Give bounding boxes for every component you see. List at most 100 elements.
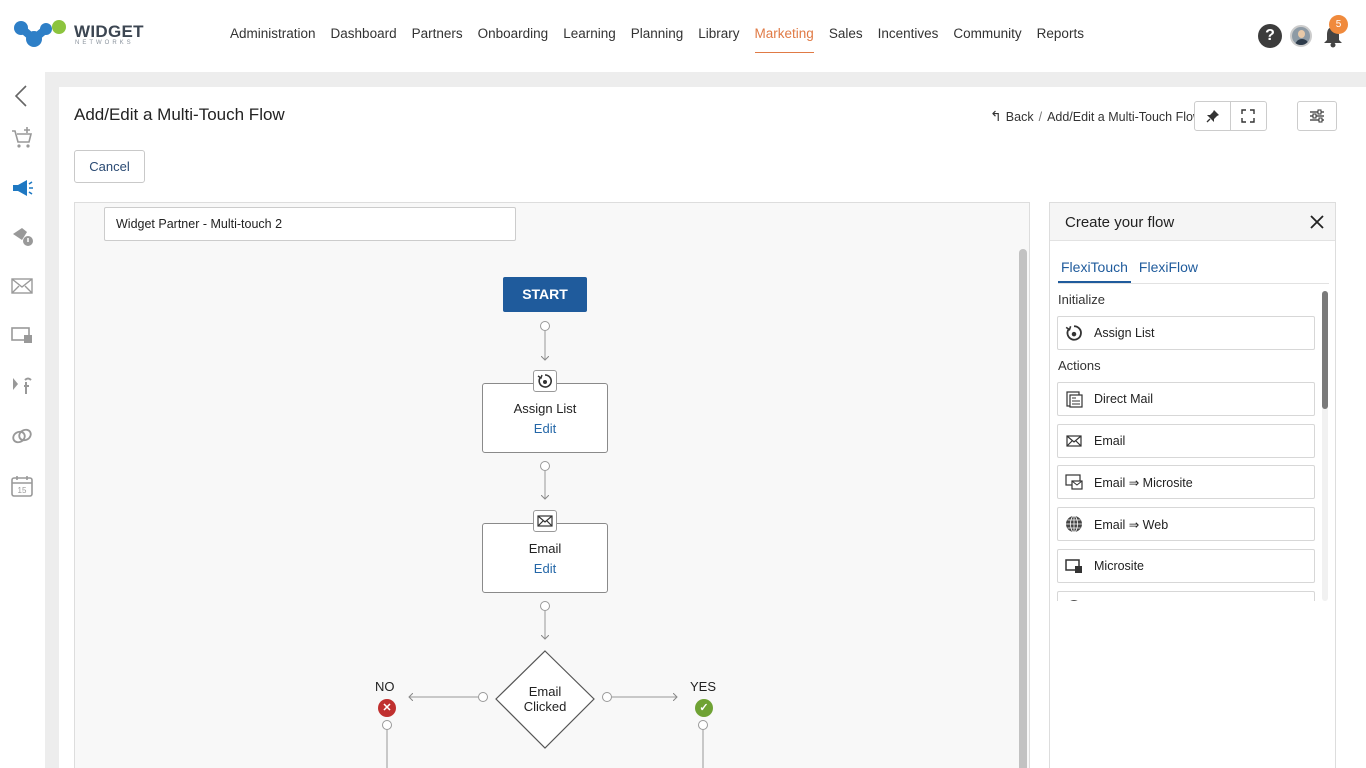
assign-list-node-icon [533, 370, 557, 392]
palette-item-label: Microsite [1094, 559, 1145, 573]
nav-community[interactable]: Community [953, 26, 1022, 41]
logo-subtext: NETWORKS [75, 40, 134, 46]
flow-name-input[interactable] [104, 207, 516, 241]
tab-flexitouch[interactable]: FlexiTouch [1058, 253, 1131, 283]
decision-label-line2: Clicked [523, 699, 567, 714]
cart-add-icon[interactable] [10, 126, 34, 150]
palette-item-microsite[interactable]: Microsite [1057, 549, 1315, 583]
nav-administration[interactable]: Administration [230, 26, 316, 41]
logo-mark-icon [14, 20, 66, 47]
nav-marketing[interactable]: Marketing [754, 25, 814, 53]
logo-text: WIDGET [74, 22, 144, 41]
fullscreen-button[interactable] [1230, 102, 1265, 130]
settings-tools [1297, 101, 1337, 131]
microsite-icon[interactable] [10, 324, 34, 348]
expand-icon [1241, 109, 1255, 123]
direct-mail-icon [1058, 383, 1090, 415]
create-flow-title: Create your flow [1065, 214, 1175, 231]
email-node-label: Email [528, 541, 562, 556]
email-node[interactable]: Email Edit [482, 523, 608, 593]
settings-button[interactable] [1298, 102, 1336, 130]
decision-label-line1: Email [528, 684, 562, 699]
partial-item-icon [1058, 592, 1090, 601]
nav-sales[interactable]: Sales [828, 26, 863, 41]
palette-item-email[interactable]: Email [1057, 424, 1315, 458]
top-navigation-bar: WIDGET NETWORKS Administration Dashboard… [0, 0, 1366, 72]
nav-dashboard[interactable]: Dashboard [330, 26, 397, 41]
palette-list: Initialize Assign List Actions [1050, 203, 1320, 601]
breadcrumb-current: Add/Edit a Multi-Touch Flow [1047, 109, 1202, 124]
palette-item-label: Email ⇒ Web [1094, 517, 1169, 532]
no-branch-label: NO [375, 679, 395, 694]
breadcrumb-separator: / [1038, 109, 1043, 124]
palette-scroll-thumb[interactable] [1322, 291, 1328, 409]
assign-list-node[interactable]: Assign List Edit [482, 383, 608, 453]
palette-item-assign-list[interactable]: Assign List [1057, 316, 1315, 350]
breadcrumb-back-link[interactable]: Back [1005, 109, 1034, 124]
assign-list-icon [1058, 317, 1090, 349]
palette-item-email-web[interactable]: Email ⇒ Web [1057, 507, 1315, 541]
help-icon[interactable]: ? [1258, 24, 1282, 48]
palette-item-label: Email ⇒ Microsite [1094, 475, 1193, 490]
view-tools [1194, 101, 1267, 131]
flow-connectors [382, 321, 708, 768]
nav-incentives[interactable]: Incentives [877, 26, 939, 41]
pin-icon [1206, 110, 1219, 123]
page-title: Add/Edit a Multi-Touch Flow [74, 105, 285, 124]
svg-text:15: 15 [18, 486, 27, 495]
campaign-alert-icon[interactable] [10, 224, 34, 248]
yes-check-icon: ✓ [695, 699, 713, 717]
back-arrow-icon[interactable]: ↰ [990, 108, 1002, 124]
section-actions: Actions [1058, 358, 1101, 373]
decision-label[interactable]: Email Clicked [505, 684, 585, 714]
nav-planning[interactable]: Planning [630, 26, 684, 41]
microsite-icon [1058, 550, 1090, 582]
avatar[interactable] [1290, 25, 1312, 47]
assign-list-edit-link[interactable]: Edit [533, 421, 557, 436]
mail-icon[interactable] [10, 274, 34, 298]
canvas-scrollbar[interactable] [1019, 249, 1027, 768]
notifications-bell[interactable]: 5 [1322, 15, 1348, 48]
pin-button[interactable] [1195, 102, 1230, 130]
palette-scroll-track[interactable] [1322, 291, 1328, 601]
top-right-icons: ? 5 [1258, 15, 1348, 48]
palette-item-email-microsite[interactable]: Email ⇒ Microsite [1057, 465, 1315, 499]
start-node[interactable]: START [503, 277, 587, 312]
close-icon[interactable] [1310, 215, 1324, 229]
yes-branch-label: YES [690, 679, 717, 694]
palette-item-partial[interactable] [1057, 591, 1315, 601]
email-microsite-icon [1058, 466, 1090, 498]
widget-networks-logo[interactable]: WIDGET NETWORKS [12, 17, 144, 53]
link-icon[interactable] [10, 424, 34, 448]
decision-diamond [495, 650, 595, 749]
breadcrumb: ↰ Back / Add/Edit a Multi-Touch Flow [990, 108, 1202, 125]
globe-icon [1058, 508, 1090, 540]
tab-flexiflow[interactable]: FlexiFlow [1138, 259, 1199, 275]
main-panel: Add/Edit a Multi-Touch Flow ↰ Back / Add… [59, 87, 1366, 768]
no-x-icon: ✕ [378, 699, 396, 717]
megaphone-icon[interactable] [10, 176, 34, 200]
notification-count-badge: 5 [1329, 15, 1348, 34]
section-initialize: Initialize [1058, 292, 1105, 307]
nav-library[interactable]: Library [698, 26, 740, 41]
palette-item-label: Direct Mail [1094, 392, 1154, 406]
nav-onboarding[interactable]: Onboarding [477, 26, 549, 41]
assign-list-node-label: Assign List [513, 401, 577, 416]
palette-item-direct-mail[interactable]: Direct Mail [1057, 382, 1315, 416]
nav-partners[interactable]: Partners [411, 26, 463, 41]
cancel-button[interactable]: Cancel [74, 150, 145, 183]
social-media-icon[interactable] [10, 374, 34, 398]
palette-item-label: Email [1094, 434, 1126, 448]
flow-canvas[interactable]: START Assign List Edit Email Edit Email … [74, 202, 1030, 768]
sliders-icon [1310, 109, 1324, 123]
main-nav: Administration Dashboard Partners Onboar… [230, 25, 1099, 53]
nav-reports[interactable]: Reports [1036, 26, 1084, 41]
collapse-sidebar-icon[interactable] [10, 84, 34, 108]
left-sidebar: 15 [0, 72, 45, 768]
create-flow-panel: Create your flow FlexiTouch FlexiFlow In… [1049, 202, 1336, 768]
email-icon [1058, 425, 1090, 457]
nav-learning[interactable]: Learning [563, 26, 616, 41]
calendar-icon[interactable]: 15 [10, 474, 34, 498]
email-edit-link[interactable]: Edit [533, 561, 557, 576]
create-flow-header: Create your flow [1050, 203, 1335, 241]
